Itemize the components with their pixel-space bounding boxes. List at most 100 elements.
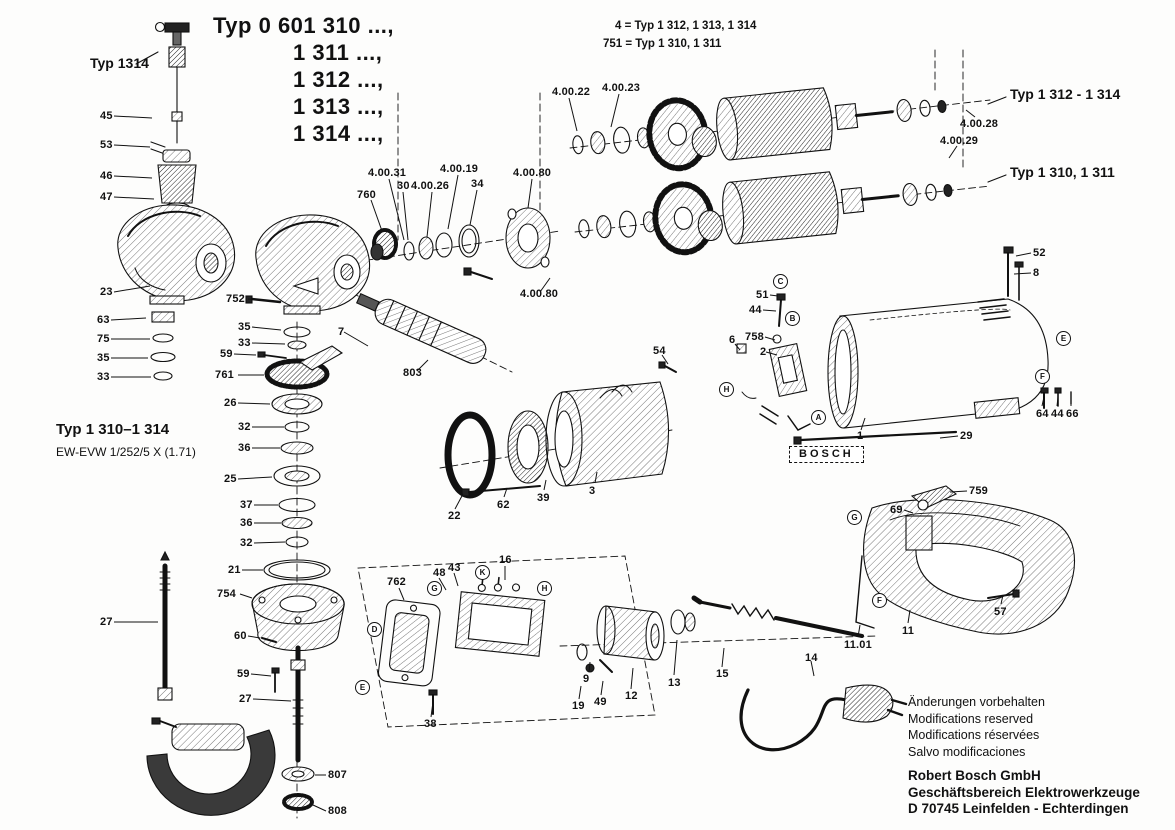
part-label-2: 2 — [760, 346, 767, 358]
switch-plate — [377, 599, 441, 687]
part-label-807: 807 — [328, 769, 347, 781]
part-label-19: 19 — [572, 700, 585, 712]
part-label-75: 75 — [97, 333, 110, 345]
part-label-8: 8 — [1033, 267, 1040, 279]
part-label-66: 66 — [1066, 408, 1079, 420]
ref-letter-B: B — [785, 311, 800, 326]
wheel-guard — [146, 717, 276, 816]
brand-plate: BOSCH — [789, 446, 864, 463]
armature-lower — [578, 171, 953, 256]
gear-column — [251, 326, 345, 811]
title-block: Typ 0 601 310 ..., 1 311 ...,1 312 ..., 1… — [213, 12, 394, 147]
ref-letter-H: H — [537, 581, 552, 596]
part-label-62: 62 — [497, 499, 510, 511]
part-label-16: 16 — [499, 554, 512, 566]
part-label-12: 12 — [625, 690, 638, 702]
part-label-57: 57 — [994, 606, 1007, 618]
part-label-22: 22 — [448, 510, 461, 522]
ref-letter-A: A — [811, 410, 826, 425]
footer-notice-line: Modifications réservées — [908, 728, 1040, 742]
footer-company-line: Geschäftsbereich Elektrowerkzeuge — [908, 784, 1140, 800]
part-label-37: 37 — [240, 499, 253, 511]
type-number-heading: Typ 0 601 310 ..., — [213, 13, 395, 38]
ref-letter-F: F — [1035, 369, 1050, 384]
part-label-49: 49 — [594, 696, 607, 708]
part-label-59: 59 — [220, 348, 233, 360]
part-label-53: 53 — [100, 139, 113, 151]
stator-group — [444, 381, 670, 499]
part-label-11.01: 11.01 — [844, 639, 872, 651]
part-label-36: 36 — [238, 442, 251, 454]
part-label-13: 13 — [668, 677, 681, 689]
footer-company-line: Robert Bosch GmbH — [908, 768, 1041, 783]
part-label-44: 44 — [749, 304, 762, 316]
ref-letter-D: D — [367, 622, 382, 637]
part-label-48: 48 — [433, 567, 446, 579]
part-label-4.00.80: 4.00.80 — [520, 288, 559, 300]
valve-assembly — [150, 21, 197, 214]
model-code: EW-EVW 1/252/5 X (1.71) — [56, 445, 196, 459]
part-label-4.00.23: 4.00.23 — [602, 82, 641, 94]
part-label-47: 47 — [100, 191, 113, 203]
part-label-25: 25 — [224, 473, 237, 485]
part-label-43: 43 — [448, 562, 461, 574]
footer-notice-line: Salvo modificaciones — [908, 744, 1026, 759]
part-label-52: 52 — [1033, 247, 1046, 259]
part-label-754: 754 — [217, 588, 236, 600]
legend-line-1: 4 = Typ 1 312, 1 313, 1 314 — [615, 20, 757, 32]
part-label-59: 59 — [237, 668, 250, 680]
part-label-758: 758 — [745, 331, 764, 343]
part-label-27: 27 — [239, 693, 252, 705]
part-label-32: 32 — [238, 421, 251, 433]
part-label-803: 803 — [403, 367, 422, 379]
part-label-9: 9 — [583, 673, 590, 685]
part-label-760: 760 — [357, 189, 376, 201]
spindle-27 — [157, 550, 173, 701]
part-label-34: 34 — [471, 178, 484, 190]
power-cord — [739, 684, 908, 752]
ref-letter-E: E — [355, 680, 370, 695]
part-label-4.00.31: 4.00.31 — [368, 167, 407, 179]
part-label-29: 29 — [960, 430, 973, 442]
footer-notice-line: Modifications reserved — [908, 711, 1034, 726]
model-info-block: Typ 1 310–1 314 EW-EVW 1/252/5 X (1.71) — [56, 421, 196, 459]
ref-letter-H: H — [719, 382, 734, 397]
spindle-and-tube — [576, 595, 864, 673]
part-label-54: 54 — [653, 345, 666, 357]
part-label-45: 45 — [100, 110, 113, 122]
brush-holder-parts — [658, 293, 811, 431]
ref-letter-C: C — [773, 274, 788, 289]
motor-housing — [793, 246, 1072, 445]
part-label-69: 69 — [890, 504, 903, 516]
part-label-46: 46 — [100, 170, 113, 182]
type-number-line: 1 311 ..., — [293, 40, 383, 65]
part-label-39: 39 — [537, 492, 550, 504]
part-label-60: 60 — [234, 630, 247, 642]
bracket-lines — [135, 51, 1007, 183]
part-label-4.00.80: 4.00.80 — [513, 167, 552, 179]
part-label-7: 7 — [338, 326, 345, 338]
part-label-36: 36 — [240, 517, 253, 529]
part-label-15: 15 — [716, 668, 729, 680]
part-label-4.00.19: 4.00.19 — [440, 163, 479, 175]
part-label-63: 63 — [97, 314, 110, 326]
legend-line-2: 751 = Typ 1 310, 1 311 — [603, 38, 722, 50]
washer-row — [403, 224, 480, 261]
ref-letter-G: G — [427, 581, 442, 596]
switch-body — [454, 576, 546, 657]
part-label-35: 35 — [238, 321, 251, 333]
ref-letter-K: K — [475, 565, 490, 580]
part-label-759: 759 — [969, 485, 988, 497]
part-label-3: 3 — [589, 485, 596, 497]
part-label-33: 33 — [238, 337, 251, 349]
type-number-line: 1 314 ..., — [293, 121, 384, 146]
footer-notice-line: Änderungen vorbehalten — [908, 695, 1045, 709]
gear-housing-left — [117, 204, 236, 381]
part-label-30: 30 — [397, 180, 410, 192]
part-label-4.00.28: 4.00.28 — [960, 118, 999, 130]
type-number-line: 1 312 ..., — [293, 67, 384, 92]
